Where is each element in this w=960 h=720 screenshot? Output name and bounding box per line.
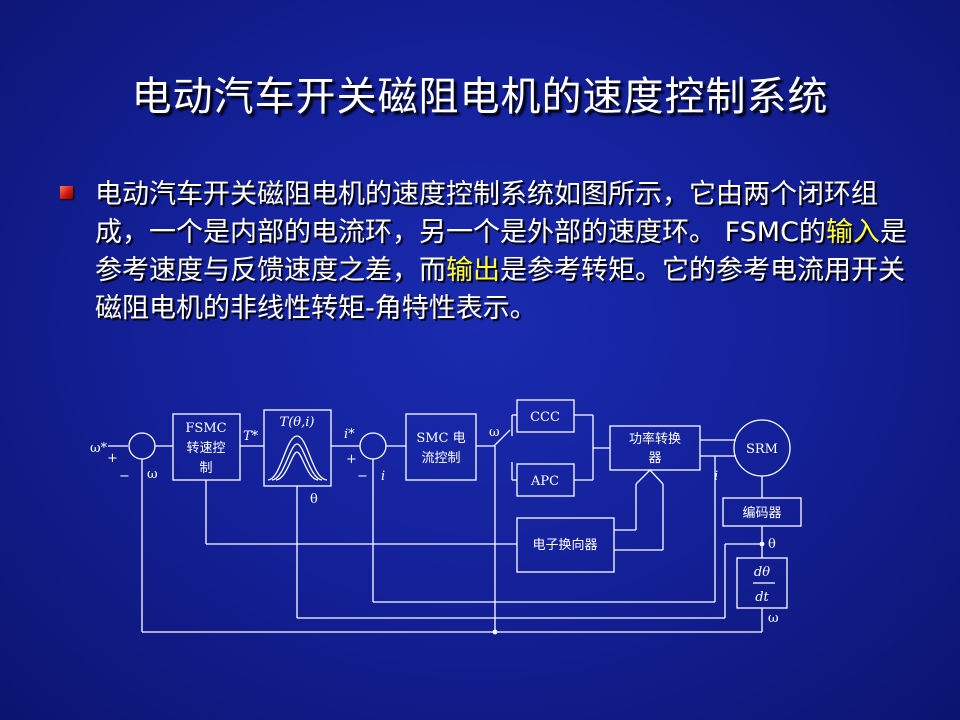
torque-ref-label: T* (243, 429, 259, 444)
highlighted-term: 输入 (825, 217, 880, 248)
smc-label-2: 流控制 (421, 451, 460, 466)
diff-numerator: dθ (754, 565, 770, 580)
omega-feedback-label: ω (147, 467, 158, 482)
ccc-label: CCC (530, 410, 560, 425)
commutator-block (516, 517, 615, 573)
omega-diff-label: ω (768, 611, 779, 626)
paragraph-text: 是参考转矩。它的参考电流用开关磁阻电机的非线性转矩-角特性表示。 (95, 255, 905, 324)
apc-label: APC (530, 474, 559, 489)
converter-label-2: 器 (648, 451, 661, 466)
speed-plus-sign: + (107, 451, 118, 466)
fsmc-label-2: 转速控 (186, 441, 225, 456)
bullet-square-icon (60, 186, 73, 199)
paragraph-text: 电动汽车开关磁阻电机的速度控制系统如图所示，它由两个闭环组成，一个是内部的电流环… (95, 179, 878, 248)
current-ref-label: i* (344, 427, 355, 442)
omega-ref-label: ω* (90, 441, 108, 456)
paragraph-text: 是参考速度与反馈速度之差，而 (95, 217, 907, 286)
current-motor-label: i (714, 469, 718, 484)
highlighted-term: 输出 (446, 255, 500, 286)
fsmc-label-3: 制 (199, 461, 212, 476)
ccc-block (516, 399, 575, 433)
fsmc-label-1: FSMC (185, 421, 226, 436)
current-feedback-label: i (381, 469, 385, 484)
omega-switch-label: ω (489, 425, 500, 440)
theta-label-torque: θ (310, 492, 318, 507)
gate-signal-arrow (635, 469, 664, 485)
summing-junction-current (359, 432, 387, 460)
srm-label: SRM (746, 442, 778, 457)
commutator-label: 电子换向器 (532, 537, 597, 553)
encoder-label: 编码器 (742, 506, 781, 521)
converter-label-1: 功率转换 (629, 431, 681, 447)
speed-minus-sign: − (119, 469, 130, 484)
power-converter-block (609, 425, 701, 471)
slide-title: 电动汽车开关磁阻电机的速度控制系统 (131, 74, 829, 120)
summing-junction-speed (128, 432, 156, 460)
smc-block (405, 413, 477, 481)
theta-label-encoder: θ (768, 537, 776, 552)
body-paragraph: 电动汽车开关磁阻电机的速度控制系统如图所示，它由两个闭环组成，一个是内部的电流环… (95, 176, 910, 328)
current-plus-sign: + (346, 452, 357, 467)
torque-curves-icon (267, 435, 328, 481)
torque-fn-label: T(θ,i) (280, 415, 315, 430)
smc-label-1: SMC 电 (416, 431, 465, 446)
diff-denominator: dt (755, 590, 769, 605)
current-minus-sign: − (357, 469, 368, 484)
